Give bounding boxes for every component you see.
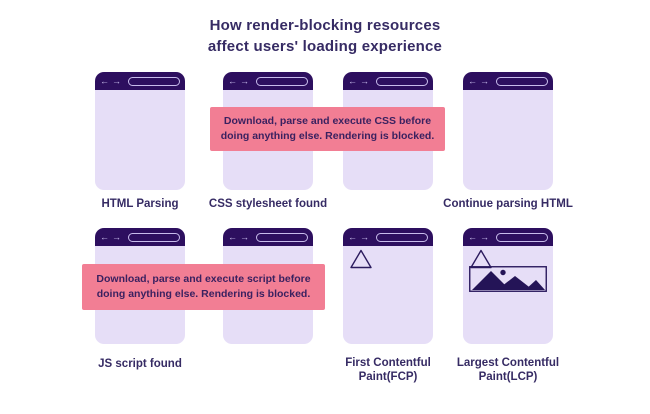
forward-arrow-icon: → — [480, 75, 489, 86]
browser-titlebar: ← → — [463, 72, 553, 90]
browser-titlebar: ← → — [463, 228, 553, 246]
css-blocking-banner-line-2: doing anything else. Rendering is blocke… — [220, 130, 435, 142]
forward-arrow-icon: → — [360, 231, 369, 242]
browser-viewport — [95, 90, 185, 190]
browser-titlebar: ← → — [343, 228, 433, 246]
address-bar — [128, 232, 180, 242]
browser-titlebar: ← → — [223, 72, 313, 90]
page-title-line-2: affect users' loading experience — [207, 38, 443, 55]
browser-window-lcp: ← → — [463, 228, 553, 344]
back-arrow-icon: ← — [100, 75, 109, 86]
browser-viewport — [463, 246, 553, 344]
window-label-css-found: CSS stylesheet found — [208, 198, 328, 210]
browser-viewport — [343, 246, 433, 344]
browser-titlebar: ← → — [223, 228, 313, 246]
window-label-fcp: First Contentful Paint(FCP) — [345, 357, 431, 383]
forward-arrow-icon: → — [360, 75, 369, 86]
browser-viewport — [463, 90, 553, 190]
back-arrow-icon: ← — [100, 231, 109, 242]
js-blocking-banner-line-2: doing anything else. Rendering is blocke… — [96, 288, 311, 300]
browser-window-continue-parsing: ← → — [463, 72, 553, 190]
browser-titlebar: ← → — [95, 72, 185, 90]
back-arrow-icon: ← — [228, 231, 237, 242]
browser-titlebar: ← → — [343, 72, 433, 90]
js-blocking-banner-line-1: Download, parse and execute script befor… — [96, 273, 311, 285]
address-bar — [256, 76, 308, 86]
window-label-continue-parsing: Continue parsing HTML — [443, 198, 573, 210]
triangle-placeholder-icon — [350, 249, 372, 269]
forward-arrow-icon: → — [240, 231, 249, 242]
js-blocking-banner: Download, parse and execute script befor… — [82, 264, 325, 310]
window-label-html-parsing: HTML Parsing — [101, 198, 179, 210]
browser-window-fcp: ← → — [343, 228, 433, 344]
back-arrow-icon: ← — [468, 231, 477, 242]
address-bar — [256, 232, 308, 242]
triangle-placeholder-icon — [470, 249, 492, 269]
browser-titlebar: ← → — [95, 228, 185, 246]
back-arrow-icon: ← — [348, 231, 357, 242]
back-arrow-icon: ← — [348, 75, 357, 86]
address-bar — [128, 76, 180, 86]
window-label-js-found: JS script found — [98, 358, 182, 370]
forward-arrow-icon: → — [112, 75, 121, 86]
page-title: How render-blocking resources affect use… — [0, 15, 650, 57]
window-label-lcp: Largest Contentful Paint(LCP) — [456, 357, 560, 383]
address-bar — [496, 232, 548, 242]
forward-arrow-icon: → — [112, 231, 121, 242]
address-bar — [376, 76, 428, 86]
forward-arrow-icon: → — [480, 231, 489, 242]
back-arrow-icon: ← — [468, 75, 477, 86]
forward-arrow-icon: → — [240, 75, 249, 86]
css-blocking-banner: Download, parse and execute CSS before d… — [210, 107, 445, 151]
image-placeholder-icon — [469, 266, 547, 292]
page-title-line-1: How render-blocking resources — [209, 17, 441, 34]
address-bar — [496, 76, 548, 86]
address-bar — [376, 232, 428, 242]
browser-window-html-parsing: ← → — [95, 72, 185, 190]
back-arrow-icon: ← — [228, 75, 237, 86]
css-blocking-banner-line-1: Download, parse and execute CSS before — [223, 115, 432, 127]
